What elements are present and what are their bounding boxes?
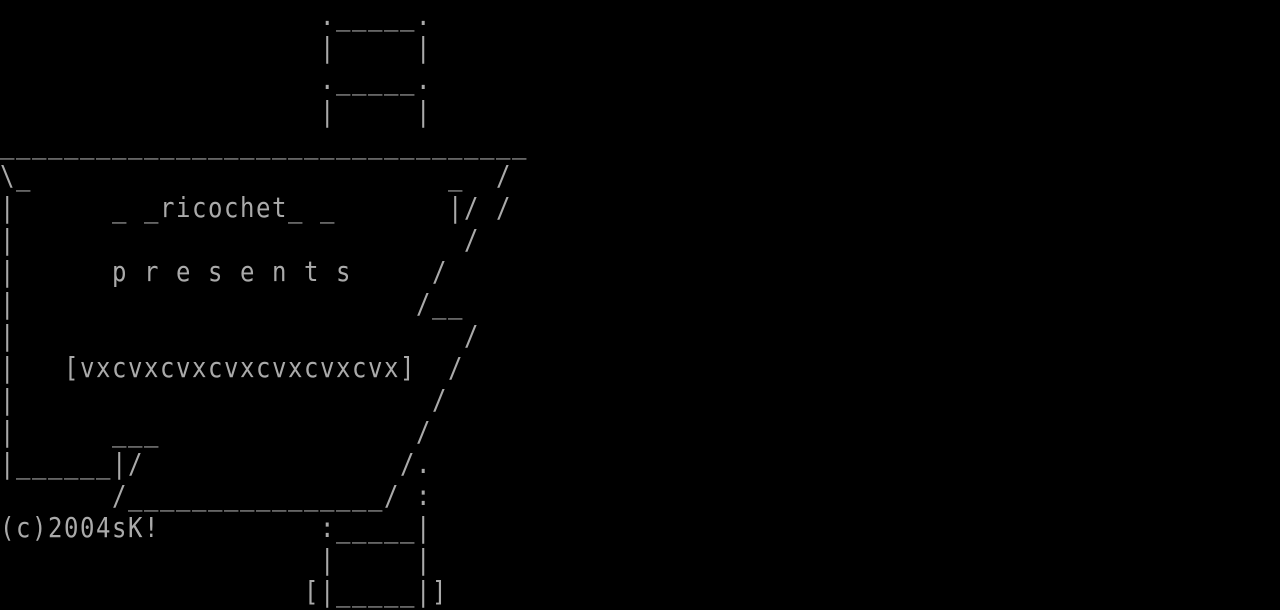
ascii-ladder-top-2: | | <box>0 31 432 65</box>
ascii-ladder-top-3: ._____. <box>0 63 432 97</box>
ascii-frame-line: | /__ <box>0 287 464 321</box>
ascii-frame-bottom-edge: /________________/ : <box>0 479 432 513</box>
ascii-ladder-bottom-1: | | <box>0 543 432 577</box>
ascii-title-line: | [vxcvxcvxcvxcvxcvxcvx] / <box>0 351 464 385</box>
ascii-copyright-line: (c)2004sK! :_____| <box>0 511 432 545</box>
ascii-frame-line: | / <box>0 319 480 353</box>
ascii-ladder-top-4: | | <box>0 95 432 129</box>
ascii-frame-top-edge: _________________________________ <box>0 127 528 161</box>
ascii-presents-line: | p r e s e n t s / <box>0 255 448 289</box>
ascii-ladder-bottom-2: [|_____|] <box>0 575 448 609</box>
ascii-frame-line: | ___ / <box>0 415 432 449</box>
ascii-frame-line: | / <box>0 223 480 257</box>
ascii-ladder-top-1: ._____. <box>0 0 432 33</box>
ascii-frame-line: | / <box>0 383 448 417</box>
ascii-group-name-line: | _ _ricochet_ _ |/ / <box>0 191 512 225</box>
ascii-frame-line: |______|/ /. <box>0 447 432 481</box>
ascii-frame-line: \_ _ / <box>0 159 512 193</box>
